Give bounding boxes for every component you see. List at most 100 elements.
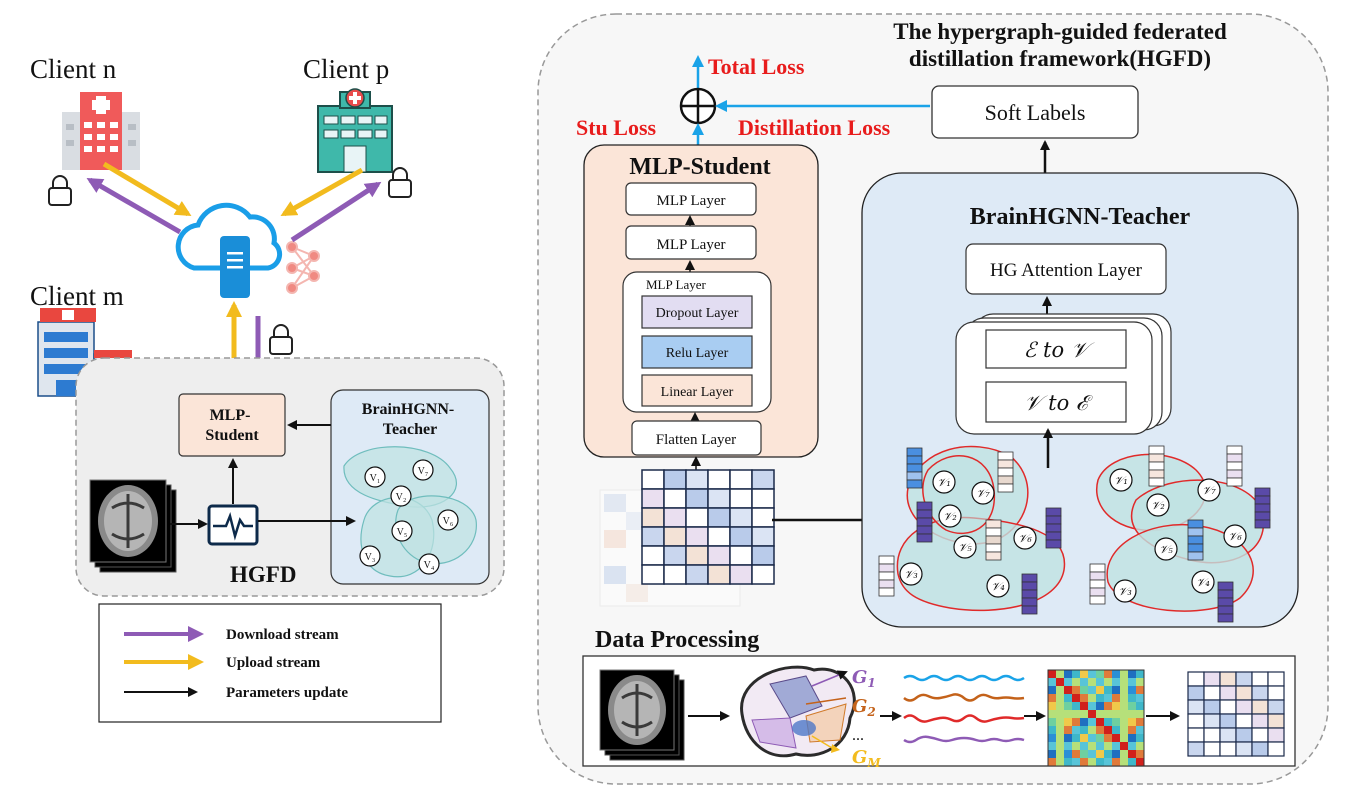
feature-cell	[997, 459, 1014, 469]
linear-layer-label: Linear Layer	[661, 385, 734, 400]
feature-cell	[1187, 527, 1204, 537]
svg-text:𝒱₃: 𝒱₃	[904, 568, 918, 581]
feature-cell	[1226, 445, 1243, 455]
heatmap-cell	[1112, 702, 1120, 710]
feature-cell	[906, 455, 923, 465]
heatmap-cell	[1128, 686, 1136, 694]
brain-parcellation-icon	[740, 665, 856, 758]
svg-text:𝒱₆: 𝒱₆	[1018, 532, 1032, 545]
heatmap-cell	[1088, 734, 1096, 742]
feature-cell	[878, 563, 895, 573]
heatmap-cell	[1072, 726, 1080, 734]
feature-cell	[997, 451, 1014, 461]
svg-text:𝒱₂: 𝒱₂	[943, 510, 957, 523]
download-arrow	[290, 181, 382, 243]
group-gm-subscript: M	[866, 756, 881, 770]
heatmap-cell	[1120, 734, 1128, 742]
matrix-cell	[1267, 671, 1285, 687]
matrix-cell	[1235, 699, 1253, 715]
heatmap-cell	[1096, 734, 1104, 742]
matrix-cell	[1251, 713, 1269, 729]
svg-text:V₂: V₂	[396, 492, 407, 503]
feature-cell	[1045, 539, 1062, 549]
heatmap-cell	[1080, 710, 1088, 718]
feature-cell	[1254, 503, 1271, 513]
matrix-cell	[685, 488, 709, 509]
matrix-cell	[729, 469, 753, 490]
heatmap-cell	[1120, 710, 1128, 718]
heatmap-cell	[1128, 758, 1136, 766]
feature-cell	[1148, 461, 1165, 471]
heatmap-cell	[1072, 710, 1080, 718]
matrix-cell	[1267, 699, 1285, 715]
dropout-layer	[641, 295, 753, 329]
heatmap-cell	[1088, 718, 1096, 726]
heatmap-cell	[1120, 694, 1128, 702]
node	[1109, 468, 1133, 492]
heatmap-cell	[1104, 734, 1112, 742]
mlp-student-title: MLP-Student	[629, 154, 770, 180]
upload-arrow	[280, 167, 364, 217]
node	[932, 470, 956, 494]
matrix-cell	[1187, 671, 1205, 687]
e-to-v-label: ℰ to 𝒱	[1024, 338, 1095, 362]
heatmap-cell	[1096, 758, 1104, 766]
mlp-layer-group-label: MLP Layer	[646, 277, 706, 292]
matrix-cell	[663, 526, 687, 547]
node-v4	[418, 553, 440, 575]
legend-params-label: Parameters update	[226, 685, 348, 701]
heatmap-cell	[1048, 758, 1056, 766]
connectivity-matrix	[641, 469, 775, 585]
node	[971, 481, 995, 505]
heatmap-cell	[1072, 734, 1080, 742]
heatmap-cell	[1136, 710, 1144, 718]
heatmap-frame	[1047, 669, 1145, 767]
svg-text:𝒱₃: 𝒱₃	[1118, 585, 1132, 598]
heatmap-cell	[1064, 718, 1072, 726]
matrix-cell	[1219, 699, 1237, 715]
feature-cell	[1217, 597, 1234, 607]
stu-loss-label: Stu Loss	[576, 115, 657, 140]
heatmap-cell	[1104, 758, 1112, 766]
heatmap-cell	[1096, 742, 1104, 750]
feature-cell	[1187, 543, 1204, 553]
group-g2-label: G2	[852, 696, 876, 719]
v-to-e-label: 𝒱 to ℰ	[1024, 391, 1093, 415]
feature-cell	[906, 479, 923, 489]
matrix-cell	[1219, 671, 1237, 687]
matrix-cell	[1219, 741, 1237, 757]
lock-icon	[48, 175, 72, 206]
heatmap-cell	[1128, 670, 1136, 678]
matrix-cell	[1203, 699, 1221, 715]
heatmap-cell	[1048, 670, 1056, 678]
heatmap-cell	[1136, 678, 1144, 686]
heatmap-cell	[1080, 694, 1088, 702]
heatmap-cell	[1048, 702, 1056, 710]
matrix-cell	[1203, 713, 1221, 729]
mlp-layer-mid	[625, 225, 757, 260]
legend-upload-label: Upload stream	[226, 655, 321, 671]
client-n-label: Client n	[30, 54, 117, 84]
feature-cell	[1089, 579, 1106, 589]
heatmap-cell	[1104, 670, 1112, 678]
lock-icon	[388, 167, 412, 198]
matrix-cell	[663, 507, 687, 528]
group-ellipsis: ...	[852, 727, 864, 744]
group-g2-letter: G	[852, 696, 867, 717]
mlp-student-label-line2: Student	[205, 427, 259, 444]
feature-cell	[916, 509, 933, 519]
heatmap-cell	[1096, 670, 1104, 678]
heatmap-cell	[1080, 678, 1088, 686]
heatmap-cell	[1056, 686, 1064, 694]
heatmap-cell	[1136, 686, 1144, 694]
feature-cell	[1226, 469, 1243, 479]
feature-cell	[1254, 511, 1271, 521]
heatmap-cell	[1080, 758, 1088, 766]
heatmap-cell	[1096, 686, 1104, 694]
heatmap-cell	[1104, 686, 1112, 694]
svg-text:𝒱₅: 𝒱₅	[958, 541, 972, 554]
matrix-cell	[1251, 685, 1269, 701]
heatmap-cell	[1136, 694, 1144, 702]
node-v3	[359, 545, 381, 567]
